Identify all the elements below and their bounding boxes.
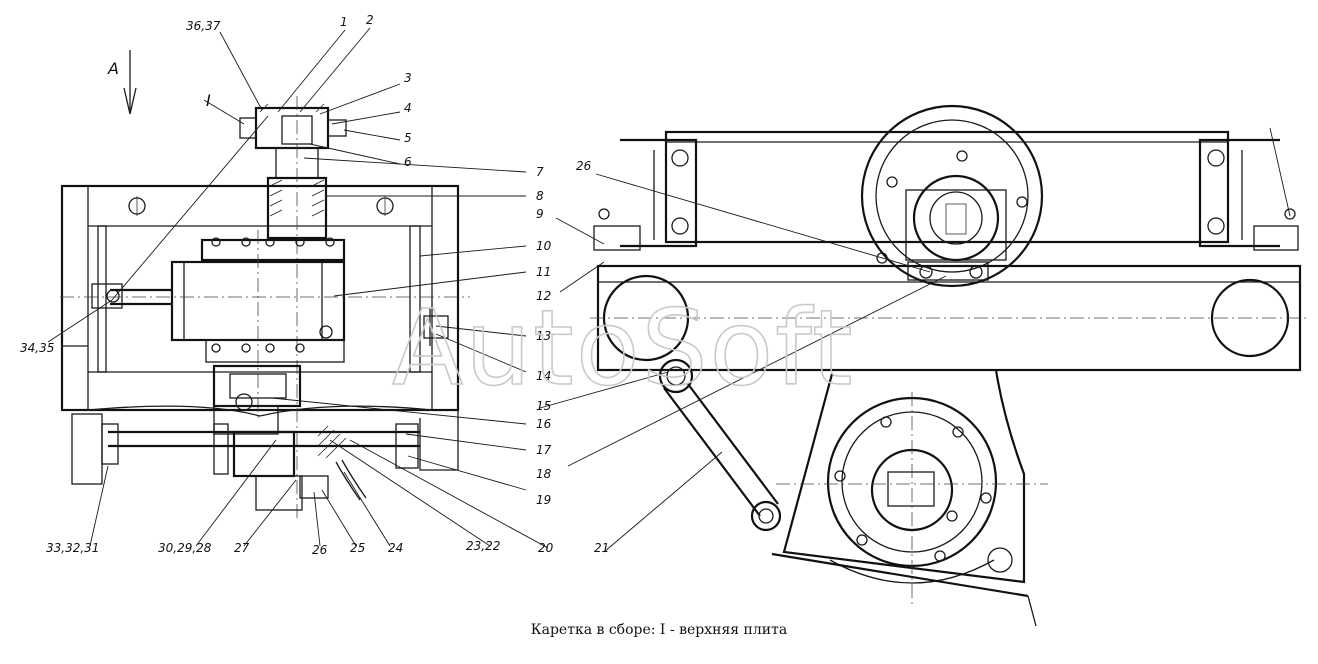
- label-25: 25: [350, 541, 365, 555]
- label-21: 21: [594, 541, 609, 555]
- label-30-29-28: 30,29,28: [158, 541, 212, 555]
- label-16: 16: [536, 417, 552, 431]
- label-4: 4: [404, 101, 412, 115]
- leader-lines: [47, 27, 1291, 553]
- label-18: 18: [536, 467, 552, 481]
- label-26-top: 26: [576, 159, 592, 173]
- label-1: 1: [340, 15, 348, 29]
- left-view-front: [60, 96, 470, 520]
- label-13: 13: [536, 329, 551, 343]
- label-36-37: 36,37: [186, 19, 221, 33]
- view-label-a: A: [107, 59, 119, 78]
- label-3: 3: [404, 71, 412, 85]
- label-34-35: 34,35: [20, 341, 54, 355]
- label-33-32-31: 33,32,31: [46, 541, 99, 555]
- figure-caption: Каретка в сборе: I - верхняя плита: [530, 622, 788, 638]
- label-10: 10: [536, 239, 552, 253]
- label-12: 12: [536, 289, 551, 303]
- label-26-bottom: 26: [312, 543, 328, 557]
- label-9: 9: [536, 207, 544, 221]
- label-19: 19: [536, 493, 551, 507]
- label-14: 14: [536, 369, 551, 383]
- watermark: AutoSoft: [392, 287, 855, 409]
- label-8: 8: [536, 189, 544, 203]
- label-20: 20: [538, 541, 554, 555]
- label-11: 11: [536, 265, 551, 279]
- label-23-22: 23,22: [466, 539, 500, 553]
- label-27: 27: [234, 541, 250, 555]
- label-2: 2: [366, 13, 374, 27]
- section-label-i: I: [206, 91, 211, 110]
- view-arrow-a: A: [107, 50, 137, 115]
- label-7: 7: [536, 165, 544, 179]
- label-24: 24: [388, 541, 403, 555]
- label-15: 15: [536, 399, 551, 413]
- callout-labels: 36,37 1 2 3 4 5 6 7 8 9 10 11 12 13 14 1…: [20, 13, 609, 557]
- label-6: 6: [404, 155, 412, 169]
- label-17: 17: [536, 443, 552, 457]
- label-5: 5: [404, 131, 412, 145]
